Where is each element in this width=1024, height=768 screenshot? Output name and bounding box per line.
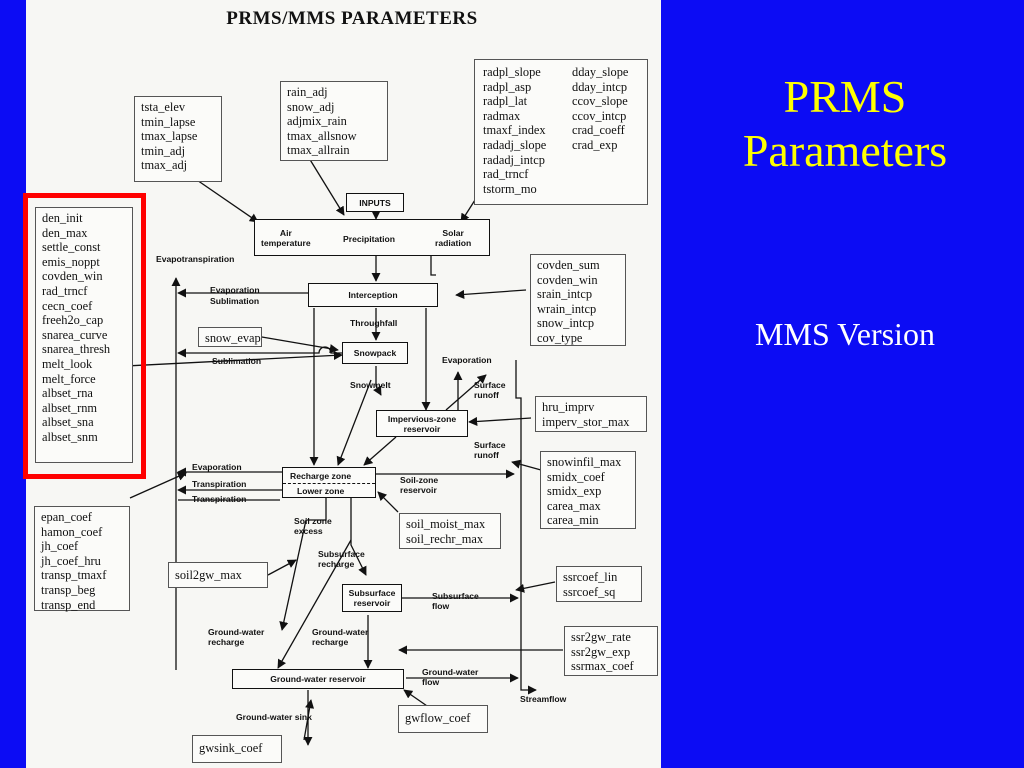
subsurface-flow-parameters-box: ssrcoef_lin ssrcoef_sq [556,566,642,602]
soil-zone-box: Recharge zone Lower zone [282,467,376,498]
groundwater-reservoir-box: Ground-water reservoir [232,669,404,689]
gwsink-parameter-box: gwsink_coef [192,735,282,763]
groundwater-flow-label: Ground-water flow [422,667,479,687]
air-temperature-label: Air temperature [261,228,311,248]
slide-subtitle: MMS Version [755,316,935,352]
surface-runoff-parameters-box: snowinfil_max smidx_coef smidx_exp carea… [540,451,636,529]
temperature-parameters-box: tsta_elev tmin_lapse tmax_lapse tmin_adj… [134,96,222,182]
snow-evap-parameter-box: snow_evap [198,327,262,347]
recharge-zone-label: Recharge zone [290,471,352,481]
slide-title-line-2: Parameters [742,125,948,176]
inputs-process-strip: Air temperature Precipitation Solar radi… [254,219,490,256]
slide-title: PRMS Parameters [666,70,1024,178]
solar-parameters-left-column: radpl_slope radpl_asp radpl_lat radmax t… [483,65,547,196]
evapotranspiration-parameters-box: epan_coef hamon_coef jh_coef jh_coef_hru… [34,506,130,612]
evaporation-label-2: Evaporation [442,355,492,365]
transpiration-label: Transpiration [192,479,247,489]
gwflow-parameter-box: gwflow_coef [398,705,488,733]
evaporation-label-3: Evaporation [192,462,242,472]
interception-parameters-box: covden_sum covden_win srain_intcp wrain_… [530,254,626,346]
zone-divider [283,483,375,484]
evaporation-label: Evaporation [210,285,260,295]
subsurface-recharge-label: Subsurface recharge [318,549,365,569]
soil-zone-excess-label: Soil zone excess [294,516,332,536]
impervious-parameters-box: hru_imprv imperv_stor_max [535,396,647,432]
solar-radiation-parameters-box: radpl_slope radpl_asp radpl_lat radmax t… [474,59,648,205]
sublimation-label: Sublimation [210,296,260,306]
inputs-box: INPUTS [346,193,404,212]
snowmelt-label: Snowmelt [350,380,391,390]
groundwater-sink-label: Ground-water sink [236,712,312,722]
throughfall-label: Throughfall [350,318,398,328]
diagram-panel: PRMS/MMS PARAMETERS [26,0,661,768]
snowpack-box: Snowpack [342,342,408,364]
interception-box: Interception [308,283,438,307]
transpiration-label-2: Transpiration [192,494,247,504]
slide-title-line-1: PRMS [783,71,907,122]
solar-radiation-label: Solar radiation [435,228,472,248]
soil-zone-reservoir-label: Soil-zone reservoir [400,475,439,495]
subsurface-flow-label: Subsurface flow [432,591,479,611]
precipitation-label: Precipitation [343,234,396,244]
subsurface-reservoir-box: Subsurface reservoir [342,584,402,612]
evapotranspiration-label: Evapotranspiration [156,254,235,264]
snow-parameters-box: den_init den_max settle_const emis_noppt… [35,207,133,463]
soil2gw-parameter-box: soil2gw_max [168,562,268,588]
impervious-zone-reservoir-box: Impervious-zone reservoir [376,410,468,437]
streamflow-label: Streamflow [520,694,567,704]
subsurface-to-gw-parameters-box: ssr2gw_rate ssr2gw_exp ssrmax_coef [564,626,658,676]
surface-runoff-label: Surface runoff [474,380,506,400]
soil-moisture-parameters-box: soil_moist_max soil_rechr_max [399,513,501,549]
groundwater-recharge-label: Ground-water recharge [208,627,265,647]
surface-runoff-label-2: Surface runoff [474,440,506,460]
sublimation-label-2: Sublimation [212,356,262,366]
diagram-title: PRMS/MMS PARAMETERS [226,8,478,29]
solar-parameters-right-column: dday_slope dday_intcp ccov_slope ccov_in… [572,65,629,152]
snow-parameters-highlight [23,193,146,479]
lower-zone-label: Lower zone [297,486,345,496]
precipitation-parameters-box: rain_adj snow_adj adjmix_rain tmax_allsn… [280,81,388,161]
flow-arrows [125,157,563,746]
groundwater-recharge-label-2: Ground-water recharge [312,627,369,647]
